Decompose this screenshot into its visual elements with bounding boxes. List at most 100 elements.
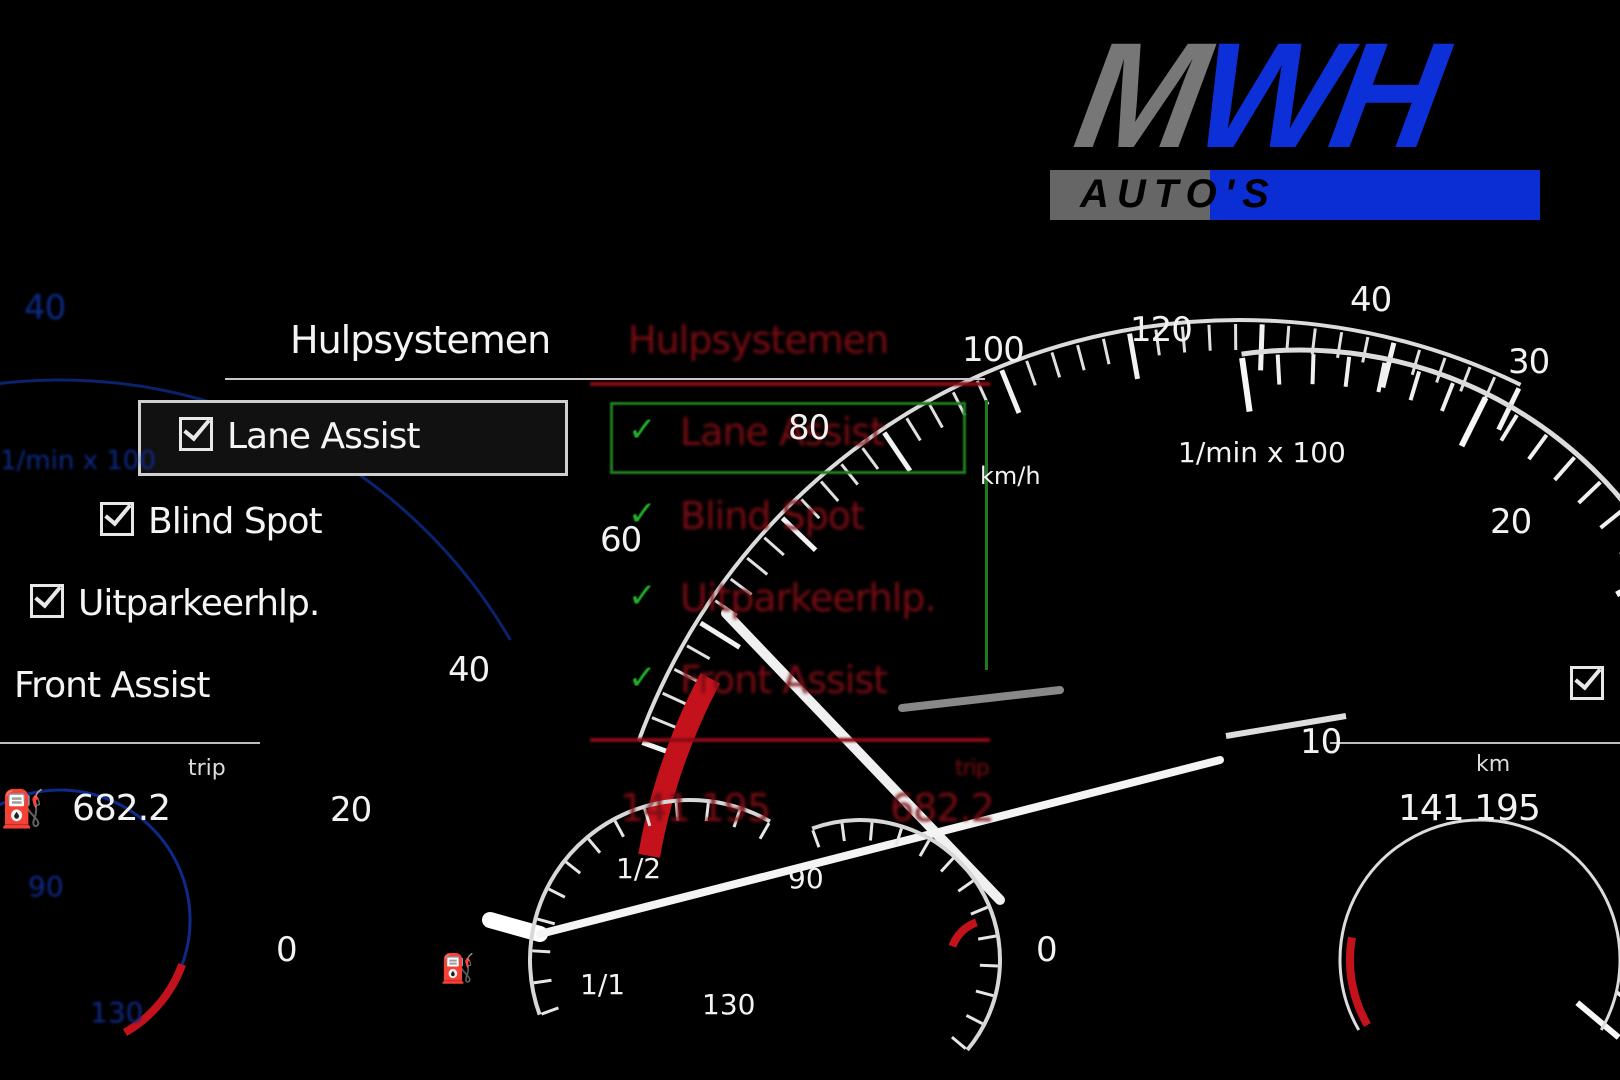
tachometer-tick — [1577, 480, 1602, 505]
ghost-sub-dial-rim — [0, 788, 192, 965]
speed-label-60: 60 — [600, 520, 642, 560]
speed-label-0: 0 — [276, 930, 298, 970]
speed-label-100: 100 — [962, 330, 1025, 370]
rpm-label-0: 0 — [1036, 930, 1058, 970]
temp-gauge-tick — [939, 857, 955, 873]
fuel-gauge-tick — [548, 887, 566, 899]
speedometer-tick — [1459, 366, 1472, 392]
temp-red-zone — [948, 918, 978, 948]
ghost-check-icon: ✓ — [628, 410, 657, 450]
odometer-divider — [1330, 742, 1620, 744]
fuel-gauge-rim — [528, 798, 771, 1016]
checkbox-checked-icon[interactable] — [100, 502, 134, 536]
ghost-item-1: Lane Assist — [680, 410, 885, 454]
menu-item-label: Front Assist — [14, 665, 211, 706]
rpm-unit: 1/min x 100 — [1178, 436, 1346, 469]
checkbox-checked-icon[interactable] — [179, 417, 213, 451]
menu-item-label: Uitparkeerhlp. — [78, 583, 320, 624]
menu-title: Hulpsystemen — [290, 318, 551, 362]
speedometer-tick — [1285, 325, 1291, 352]
menu-item-uitparkeerhulp[interactable]: Uitparkeerhlp. — [30, 576, 320, 632]
speedometer-pointer — [536, 756, 1224, 938]
speedometer-tick — [840, 463, 859, 486]
tachometer-tick — [1343, 356, 1352, 387]
ghost-green-line — [985, 400, 988, 670]
fuel-gauge-tick — [533, 978, 552, 985]
fuel-pump-icon: ⛽ — [440, 952, 475, 985]
menu-item-blind-spot[interactable]: Blind Spot — [100, 494, 323, 550]
speedometer-tick — [1076, 344, 1086, 371]
dealer-logo: MWH AUTO'S — [1040, 11, 1540, 220]
menu-item-label: Lane Assist — [227, 416, 421, 457]
rpm-label-40: 40 — [1350, 280, 1392, 320]
fuel-gauge-tick — [565, 860, 582, 875]
temp-gauge-rim — [811, 818, 1002, 1052]
ghost-odo-value: 141 195 — [620, 786, 771, 830]
right-sub-red-zone — [1346, 936, 1371, 1027]
menu-item-front-assist[interactable]: Front Assist — [0, 658, 211, 714]
logo-wordmark: MWH — [1065, 11, 1452, 179]
temp-gauge-tick — [957, 879, 974, 893]
menu-item-lane-assist[interactable]: Lane Assist — [138, 400, 568, 476]
ghost-divider-top — [590, 382, 990, 386]
tachometer-tick — [1527, 433, 1549, 461]
speedometer-major-tick — [699, 620, 741, 650]
speedometer-tick — [729, 577, 753, 596]
fuel-gauge-tick — [732, 809, 742, 828]
speedometer-major-tick — [1127, 333, 1141, 380]
ghost-check-icon: ✓ — [628, 576, 657, 616]
tachometer-tick — [1599, 509, 1620, 530]
speedometer-tick — [651, 716, 677, 729]
odometer-label: km — [1476, 752, 1511, 777]
tachometer-tick — [1499, 413, 1519, 442]
menu-divider — [225, 378, 985, 380]
temp-gauge-tick — [975, 989, 994, 998]
speedometer-tick — [905, 417, 922, 442]
ghost-temp-130: 130 — [90, 996, 144, 1029]
speedometer-tick — [1435, 357, 1447, 384]
speedometer-major-tick — [1380, 342, 1397, 389]
ghost-rpm-unit: 1/min x 100 — [0, 446, 156, 476]
ghost-check-icon: ✓ — [628, 494, 657, 534]
speedometer-tick — [1361, 336, 1370, 363]
fuel-gauge-tick — [704, 802, 710, 822]
tachometer-tick — [1440, 382, 1455, 412]
ghost-menu-title: Hulpsystemen — [628, 318, 889, 362]
ghost-item-2: Blind Spot — [680, 494, 865, 538]
speedometer-needle — [720, 608, 1005, 905]
fuel-gauge-tick — [536, 917, 556, 926]
speedometer-tick — [763, 536, 785, 557]
fuel-label-half: 1/2 — [616, 852, 662, 885]
speedometer-rim — [636, 318, 1522, 742]
tachometer-tick — [1275, 354, 1282, 385]
ghost-selection-frame — [610, 402, 966, 474]
odometer-value: 141 195 — [1398, 788, 1541, 829]
speedometer-tick — [714, 599, 738, 617]
speedometer-major-tick — [780, 516, 818, 552]
logo-subtext: AUTO'S — [1080, 172, 1277, 216]
temp-gauge-tick — [977, 934, 997, 941]
rpm-label-20: 20 — [1490, 502, 1532, 542]
speedometer-tick — [861, 447, 880, 470]
speedometer-tick — [746, 556, 769, 576]
ghost-item-3: Uitparkeerhlp. — [680, 576, 937, 620]
fuel-gauge-tick — [643, 808, 652, 827]
speed-label-40: 40 — [448, 650, 490, 690]
speed-label-80: 80 — [788, 408, 830, 448]
trip-label: trip — [188, 756, 226, 781]
speedometer-major-tick — [999, 369, 1022, 414]
temp-gauge-tick — [868, 822, 874, 841]
speed-label-120: 120 — [1130, 310, 1193, 350]
tachometer-tick — [1408, 370, 1422, 401]
temp-gauge-tick — [970, 905, 989, 916]
fuel-label-full: 1/1 — [580, 968, 626, 1001]
checkbox-checked-icon[interactable] — [30, 584, 64, 618]
speedometer-tick — [1101, 338, 1111, 365]
fuel-gauge-tick — [674, 802, 680, 821]
speedometer-tick — [662, 691, 687, 706]
temp-gauge-tick — [979, 963, 998, 968]
tachometer-major-tick — [1615, 589, 1620, 598]
logo-subbar: AUTO'S — [1050, 170, 1540, 220]
menu-item-front-assist-repeat — [1570, 658, 1618, 714]
